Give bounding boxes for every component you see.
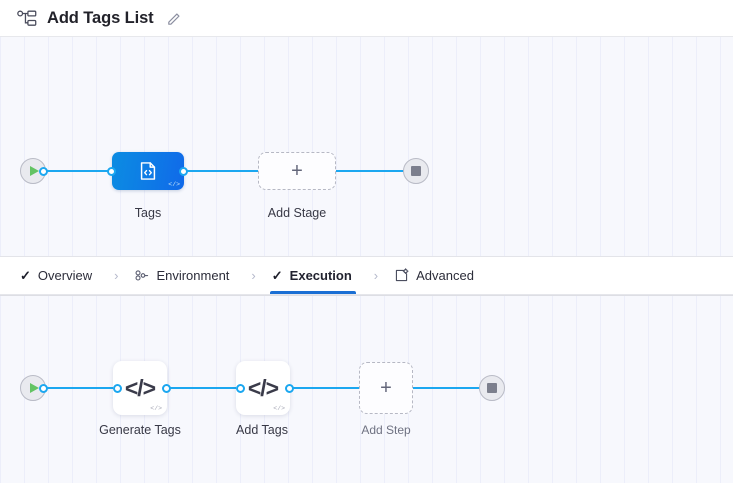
pencil-edit-icon[interactable] [163,10,181,27]
step-addtags-input-port[interactable] [236,383,245,393]
stage-start-port[interactable] [39,166,48,176]
stop-icon [487,383,497,393]
stage-start-node[interactable] [20,158,46,184]
code-icon: </> [124,374,156,401]
play-icon [30,383,39,393]
step-generate-output-port[interactable] [162,383,171,393]
stage-badge-tags: </> [168,180,180,188]
step-badge-generate-tags: </> [150,404,162,412]
edge-addstep-to-end [412,387,486,389]
page-header: Add Tags List [0,0,733,37]
tab-overview-label: Overview [37,268,93,283]
stage-config-tabs[interactable]: ✓ Overview › Environment › ✓ Execution › [0,257,733,295]
stop-icon [411,166,421,176]
edge-start-to-tags [42,170,120,172]
environment-icon [134,268,149,283]
tab-separator: › [114,268,119,283]
tab-advanced[interactable]: Advanced [388,257,486,294]
add-stage-button[interactable]: + [258,152,336,190]
check-icon: ✓ [20,268,31,283]
add-stage-label: Add Stage [267,206,327,220]
edge-start-to-generate [42,387,118,389]
stage-label-tags: Tags [134,206,162,220]
code-file-icon [140,162,156,180]
edge-addtags-to-addstep [289,387,359,389]
advanced-gear-box-icon [394,268,409,283]
step-node-generate-tags[interactable]: </> </> [113,361,167,415]
tab-environment-label: Environment [156,268,230,283]
tab-overview[interactable]: ✓ Overview [14,257,104,294]
code-icon: </> [247,374,279,401]
step-addtags-output-port[interactable] [285,383,294,393]
edge-addstage-to-end [335,170,410,172]
pipeline-icon [16,8,38,29]
plus-icon: + [380,377,392,399]
tab-execution[interactable]: ✓ Execution [266,257,364,294]
step-badge-add-tags: </> [273,404,285,412]
step-generate-input-port[interactable] [113,383,122,393]
execution-steps-canvas[interactable]: </> </> Generate Tags </> </> Add Tags +… [0,295,733,483]
tab-separator: › [373,268,379,283]
stage-end-node[interactable] [403,158,429,184]
tab-environment[interactable]: Environment [128,257,241,294]
step-end-node[interactable] [479,375,505,401]
check-icon: ✓ [271,268,283,283]
step-label-add-tags: Add Tags [236,423,288,437]
step-start-port[interactable] [39,383,48,393]
page-title: Add Tags List [47,8,154,27]
edge-tags-to-addstage [184,170,258,172]
tab-execution-label: Execution [289,268,352,283]
stage-tags-input-port[interactable] [107,166,116,176]
step-node-add-tags[interactable]: </> </> [236,361,290,415]
add-step-label: Add Step [361,423,411,437]
stage-tags-output-port[interactable] [179,166,188,176]
stage-node-tags[interactable]: </> [112,152,184,190]
tab-advanced-label: Advanced [416,268,474,283]
edge-generate-to-addtags [166,387,242,389]
step-label-generate-tags: Generate Tags [99,423,181,437]
stage-canvas[interactable]: </> Tags + Add Stage [0,37,733,257]
play-icon [30,166,39,176]
tab-separator: › [251,268,256,283]
add-step-button[interactable]: + [359,362,413,414]
plus-icon: + [291,160,303,182]
